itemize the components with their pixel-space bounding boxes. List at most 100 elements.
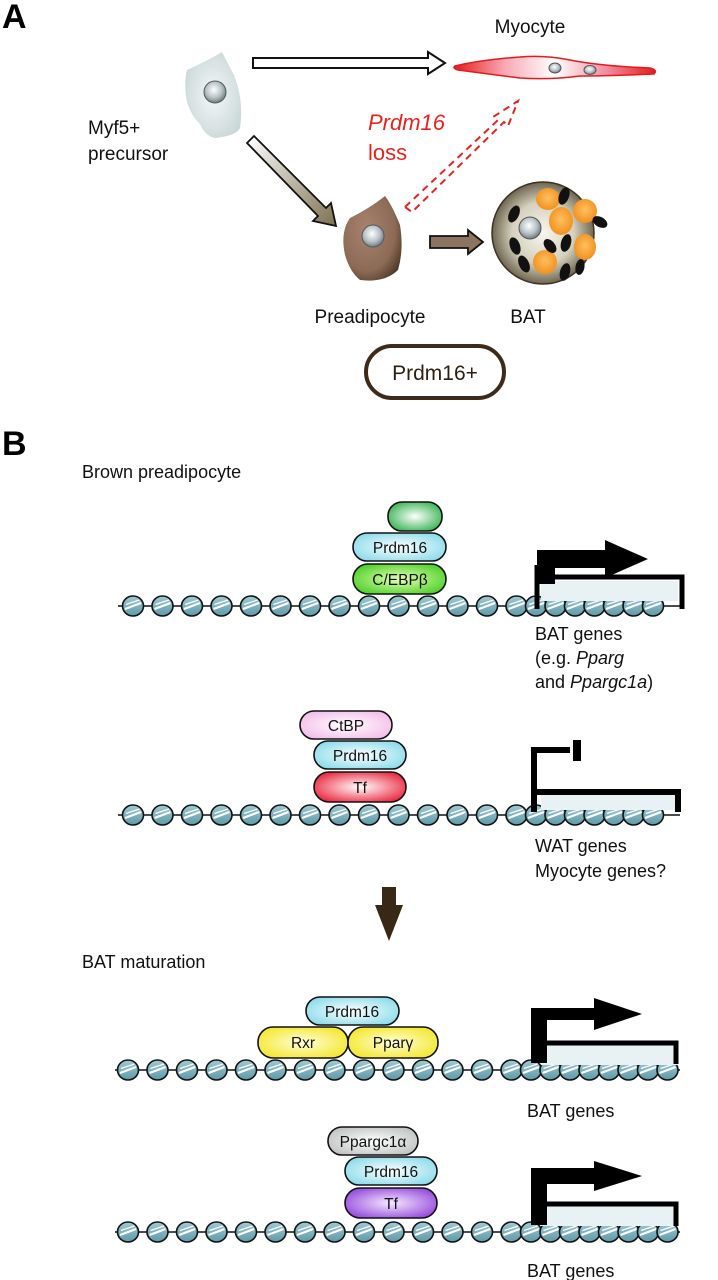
nucleosome-bead-icon [445, 594, 470, 618]
nucleosome-bead-icon [234, 1220, 258, 1244]
nucleosome-bead-icon [322, 1058, 347, 1082]
nucleosome-bead-icon [145, 1058, 170, 1082]
cebpb-protein [352, 563, 447, 595]
nucleosome-bead-icon [475, 594, 499, 618]
nucleosome-bead-icon [381, 1220, 406, 1244]
nucleosome-bead-icon [411, 1220, 435, 1244]
nucleosome-bead-icon [386, 594, 411, 618]
preadipocyte-label: Preadipocyte [315, 307, 426, 328]
tf-protein-label: Tf [353, 780, 367, 797]
nucleosome-bead-icon [327, 594, 352, 618]
row-1-brown-preadipocyte-complex: Prdm16 C/EBPβ BAT genes (e.g. Pparg and … [118, 501, 685, 692]
unnamed-green-cofactor [387, 501, 443, 532]
nucleosome-bead-icon [416, 803, 440, 827]
ctbp-protein-label: CtBP [328, 718, 364, 735]
nucleosome-bead-icon [411, 1058, 435, 1082]
prdm16-protein [313, 740, 407, 770]
nucleosome-bead-icon [175, 1220, 199, 1244]
repressed-promoter-icon [531, 740, 681, 812]
prdm16-protein [305, 996, 400, 1026]
nucleosome-bead-icon [175, 1058, 199, 1082]
stage-bat-maturation: BAT maturation [82, 952, 205, 972]
prdm16-positive-label: Prdm16+ [392, 362, 478, 385]
arrow-to-myocyte-icon [252, 50, 447, 76]
row-3-maturation-complex: Prdm16 Rxr Pparγ BAT genes [115, 996, 680, 1121]
preadipocyte-cell-icon [343, 196, 402, 281]
nucleosome-bead-icon [116, 1220, 140, 1244]
nucleosome-bead-icon [263, 1220, 288, 1244]
nucleosome-bead-icon [440, 1220, 465, 1244]
panel-b-label: B [2, 425, 27, 463]
precursor-cell-icon [185, 52, 242, 138]
ppargamma-protein [347, 1026, 439, 1059]
cebpb-protein-label: C/EBPβ [372, 572, 428, 589]
nucleosome-bead-icon [440, 1058, 465, 1082]
nucleosome-bead-icon [263, 1058, 288, 1082]
prdm16-positive-badge: Prdm16+ [364, 344, 506, 400]
precursor-label-line2: precursor [88, 144, 169, 165]
active-promoter-arrow-icon [531, 1161, 679, 1226]
nucleosome-bead-icon [293, 1058, 317, 1082]
bat-cell-icon [491, 181, 608, 285]
nucleosome-bead-icon [180, 594, 204, 618]
prdm16-protein-label: Prdm16 [373, 540, 427, 557]
prdm16-protein-label: Prdm16 [364, 1164, 418, 1181]
prdm16-protein-label: Prdm16 [325, 1004, 379, 1021]
gene-label: BAT genes [527, 1261, 614, 1280]
nucleosome-bead-icon [204, 1220, 229, 1244]
nucleosome-bead-icon [499, 1058, 524, 1082]
bat-label: BAT [510, 307, 546, 328]
gene-label-line2: Myocyte genes? [535, 861, 666, 881]
nucleosome-bead-icon [239, 803, 263, 827]
loss-label-line2: loss [368, 140, 407, 165]
row-2-repressor-complex: CtBP Prdm16 Tf WAT genes Myocyte genes? [118, 710, 681, 881]
gene-label-line3: and Ppargc1a) [535, 672, 653, 692]
nucleosome-bead-icon [357, 803, 381, 827]
nucleosome-bead-icon [209, 594, 234, 618]
ppargc1a-protein [327, 1126, 419, 1156]
tf-protein [344, 1187, 438, 1219]
rxr-protein-label: Rxr [291, 1035, 315, 1052]
nucleosome-bead-icon [121, 594, 145, 618]
tf-protein [313, 771, 407, 803]
arrow-to-preadipocyte-icon [245, 134, 338, 228]
nucleosome-bead-icon [268, 594, 293, 618]
nucleosome-bead-icon [504, 803, 529, 827]
nucleosome-bead-icon [298, 594, 322, 618]
nucleosome-bead-icon [504, 594, 529, 618]
maturation-down-arrow-icon [375, 887, 403, 941]
active-promoter-arrow-icon [534, 540, 685, 609]
prdm16-loss-dashed-arrow-icon [403, 98, 521, 214]
stage-brown-preadipocyte: Brown preadipocyte [82, 462, 241, 482]
prdm16-protein-label: Prdm16 [333, 748, 387, 765]
nucleosome-bead-icon [357, 594, 381, 618]
myocyte-label: Myocyte [495, 17, 566, 38]
myocyte-cell-icon [453, 55, 657, 80]
nucleosome-bead-icon [268, 803, 293, 827]
nucleosome-bead-icon [475, 803, 499, 827]
nucleosome-bead-icon [386, 803, 411, 827]
nucleosome-bead-icon [470, 1220, 494, 1244]
nucleosome-bead-icon [209, 803, 234, 827]
nucleosome-bead-icon [298, 803, 322, 827]
panel-a-label: A [2, 0, 27, 36]
active-promoter-arrow-icon [531, 998, 679, 1065]
gene-label-line1: WAT genes [535, 836, 627, 856]
tf-protein-label: Tf [384, 1196, 398, 1213]
nucleosome-bead-icon [204, 1058, 229, 1082]
nucleosome-bead-icon [327, 803, 352, 827]
prdm16-protein [352, 532, 447, 562]
arrow-to-bat-icon [429, 228, 485, 256]
ppargc1a-protein-label: Ppargc1α [340, 1134, 407, 1151]
nucleosome-bead-icon [145, 1220, 170, 1244]
nucleosome-bead-icon [352, 1220, 376, 1244]
nucleosome-bead-icon [322, 1220, 347, 1244]
nucleosome-bead-icon [293, 1220, 317, 1244]
prdm16-protein [344, 1156, 438, 1186]
nucleosome-bead-icon [234, 1058, 258, 1082]
gene-label-line1: BAT genes [535, 624, 622, 644]
nucleosome-bead-icon [352, 1058, 376, 1082]
nucleosome-bead-icon [150, 594, 175, 618]
nucleosome-bead-icon [116, 1058, 140, 1082]
